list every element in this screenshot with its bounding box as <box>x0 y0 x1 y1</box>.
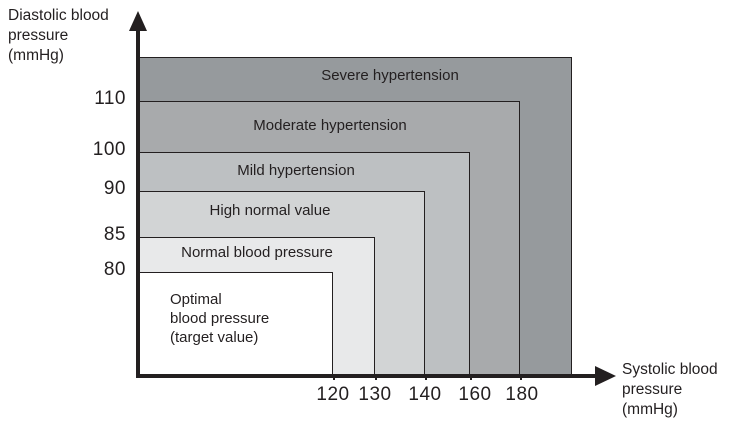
region-label-normal-blood-pressure: Normal blood pressure <box>181 244 333 261</box>
x-tick-label-160: 160 <box>458 384 492 405</box>
region-label-high-normal-value: High normal value <box>209 202 331 219</box>
y-tick-label-110: 110 <box>94 88 126 109</box>
y-tick-label-90: 90 <box>103 178 126 199</box>
y-tick-label-100: 100 <box>92 139 126 160</box>
region-label-moderate-hypertension: Moderate hypertension <box>253 117 407 134</box>
y-axis-title: Diastolic blood pressure (mmHg) <box>8 7 109 64</box>
y-tick-label-85: 85 <box>103 224 126 245</box>
y-axis-line <box>136 22 140 378</box>
x-tick-mark-120 <box>333 374 335 380</box>
x-tick-label-180: 180 <box>505 384 539 405</box>
x-tick-mark-160 <box>470 374 472 380</box>
x-tick-mark-140 <box>425 374 427 380</box>
x-tick-label-140: 140 <box>408 384 442 405</box>
x-tick-label-130: 130 <box>358 384 392 405</box>
region-label-optimal-blood-pressure: Optimal blood pressure (target value) <box>170 291 270 346</box>
x-axis-arrow-icon <box>595 366 616 386</box>
x-axis-title: Systolic blood pressure (mmHg) <box>622 361 718 418</box>
x-tick-mark-130 <box>375 374 377 380</box>
region-label-severe-hypertension: Severe hypertension <box>321 67 459 84</box>
y-tick-label-80: 80 <box>103 259 126 280</box>
y-axis-arrow-icon <box>129 11 147 31</box>
x-tick-label-120: 120 <box>316 384 350 405</box>
x-tick-mark-180 <box>520 374 522 380</box>
region-label-mild-hypertension: Mild hypertension <box>237 162 355 179</box>
x-axis-line <box>136 374 602 378</box>
